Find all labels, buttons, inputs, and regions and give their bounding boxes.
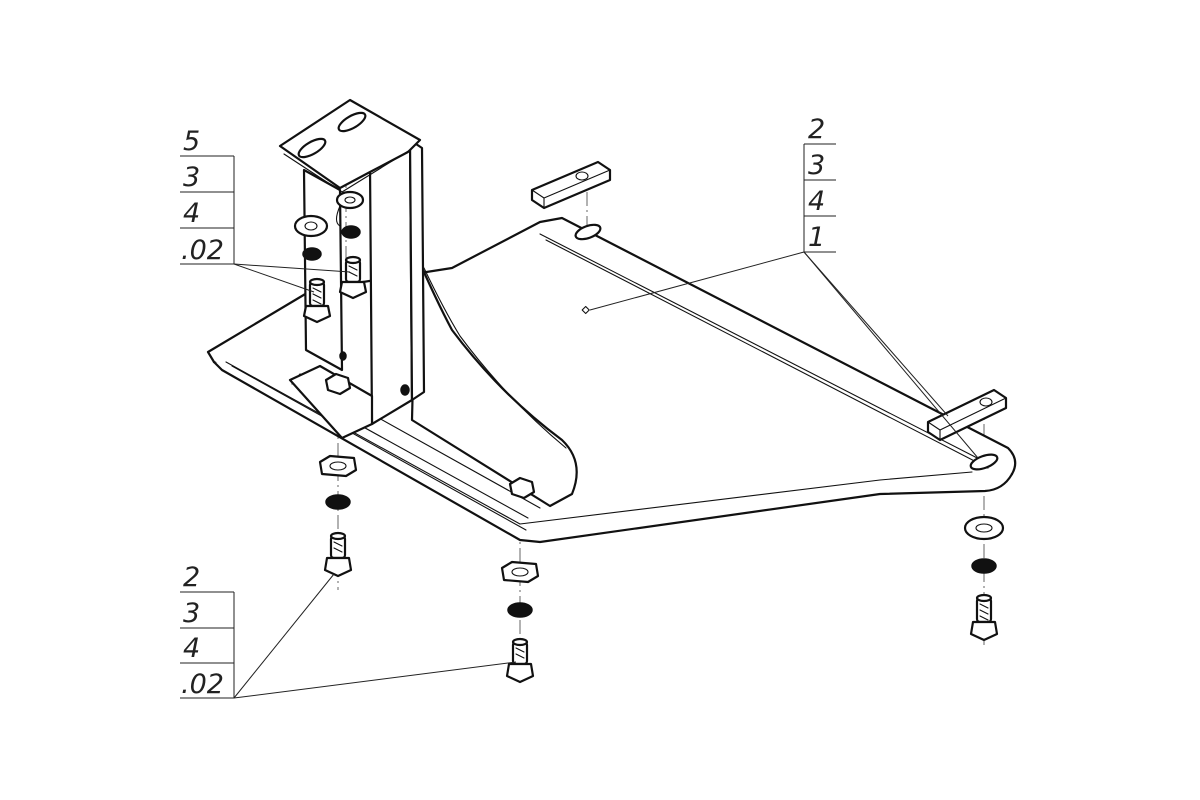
strap-plate-front [530,160,612,210]
plate-slot-rear [969,453,999,471]
lock-washer-upper-right [341,225,361,239]
vertical-bracket [278,98,426,440]
washer-lower-right [963,515,1005,541]
callout-top-right-3: 4 [808,186,825,217]
bracket-slot-right [337,111,367,133]
bolt-upper-right [338,255,368,300]
nut-bracket-foot [324,372,352,396]
callout-bottom-left: 2 3 4 .02 [180,562,517,700]
callout-bottom-left-3: 4 [183,633,200,664]
bolt-lower-right [969,593,999,642]
plate-slot-front [574,223,602,241]
callout-top-right-1: 2 [808,114,825,145]
strap-plate-rear [926,388,1008,442]
callout-bottom-left-1: 2 [183,562,200,593]
spring-washer-upper-right [335,190,365,227]
bracket-slot-left [297,137,327,159]
washer-lower-left [318,454,358,478]
callout-top-left-2: 3 [183,162,200,193]
washer-lower-middle [500,560,540,584]
bolt-lower-left [323,531,353,578]
lock-washer-lower-left [325,494,351,510]
callout-top-right-2: 3 [808,150,825,181]
bolt-lower-middle [505,637,535,684]
callout-top-right: 2 3 4 1 [589,114,979,459]
callout-top-left-4: .02 [181,235,224,266]
nut-plate-front [508,476,536,500]
callout-top-left: 5 3 4 .02 [180,126,351,293]
plate-center-mark [581,305,590,315]
callout-bottom-left-2: 3 [183,598,200,629]
callout-top-left-1: 5 [183,126,200,157]
callout-top-right-4: 1 [808,222,825,253]
callout-top-left-3: 4 [183,198,200,229]
lock-washer-lower-middle [507,602,533,618]
lock-washer-upper-left [302,247,322,261]
washer-upper-left [293,214,329,238]
bolt-upper-left [302,277,332,324]
callout-bottom-left-4: .02 [181,669,224,700]
lock-washer-lower-right [971,558,997,574]
gusset-web [410,252,578,508]
